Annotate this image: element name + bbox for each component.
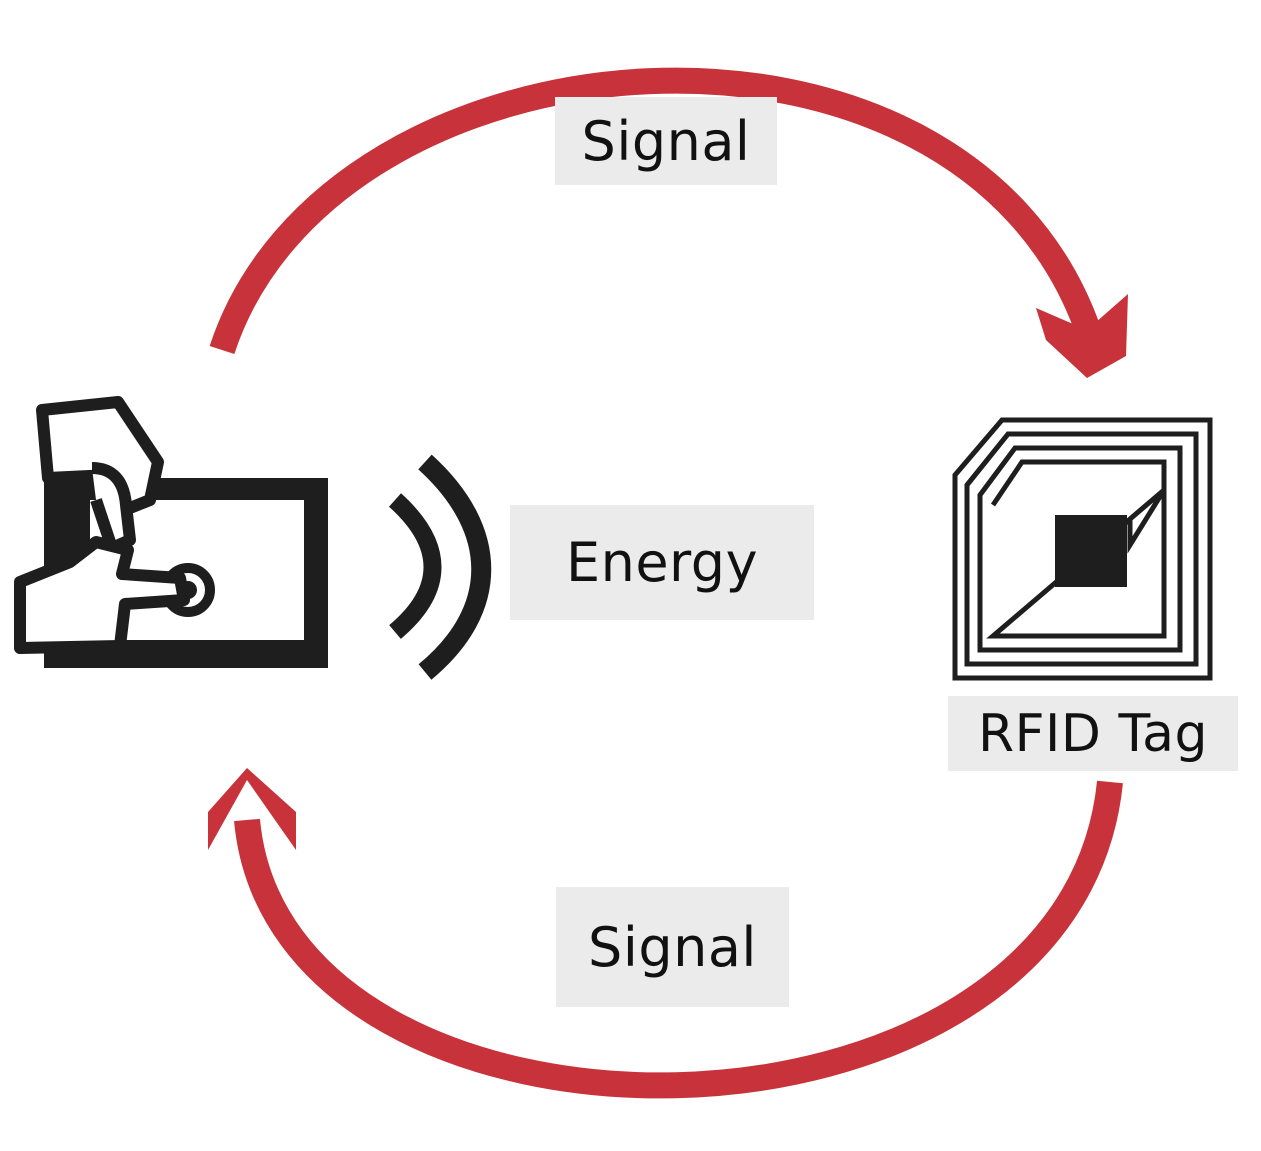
wave-inner (388, 493, 442, 639)
upper-hand-finger (90, 462, 136, 554)
signal-arrow-top (209, 67, 1128, 378)
radio-waves-icon (388, 454, 492, 680)
lower-hand (14, 536, 190, 654)
arrowhead-up-icon (208, 768, 296, 850)
tag-outline-2 (964, 431, 1199, 667)
upper-hand (36, 396, 164, 518)
rfid-tag-chip-icon (952, 417, 1213, 681)
rfid-reader-hand-icon (14, 396, 328, 668)
signal-label-top: Signal (555, 97, 777, 185)
signal-arrow-bottom (208, 768, 1123, 1099)
arrowhead-down-icon (1036, 294, 1128, 378)
tag-outline-3 (977, 445, 1183, 653)
signal-label-bottom: Signal (556, 887, 789, 1007)
wave-outer (418, 454, 492, 680)
energy-label: Energy (510, 505, 814, 620)
tag-chip (1055, 515, 1127, 587)
rfid-tag-label: RFID Tag (948, 696, 1238, 771)
signal-arc-bottom (234, 780, 1123, 1099)
signal-arc-top (209, 67, 1101, 355)
